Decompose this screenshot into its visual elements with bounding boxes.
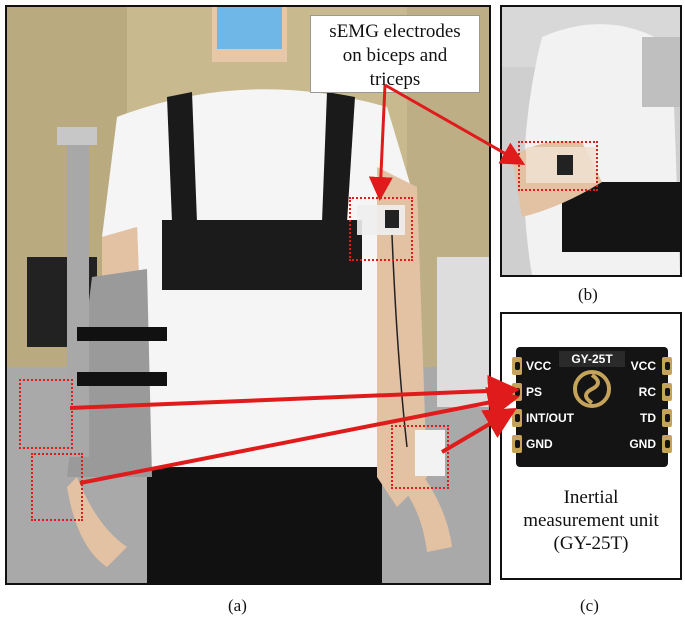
panel-c-label: (c) bbox=[580, 596, 599, 615]
pad-right-1 bbox=[662, 357, 672, 375]
panel-a-photo: sEMG electrodes on biceps and triceps bbox=[5, 5, 491, 585]
imu-caption: Inertial measurement unit (GY-25T) bbox=[502, 486, 680, 555]
pin-left-ps: PS bbox=[526, 385, 543, 399]
highlight-biceps-electrode bbox=[349, 197, 413, 261]
pad-right-4 bbox=[662, 435, 672, 453]
side-view-photo bbox=[502, 7, 680, 275]
pin-left-vcc: VCC bbox=[526, 359, 552, 373]
pad-left-3 bbox=[512, 409, 522, 427]
highlight-imu-wrist bbox=[31, 453, 83, 521]
highlight-back-electrode bbox=[518, 141, 598, 191]
imu-caption-line-3: (GY-25T) bbox=[553, 533, 629, 554]
pin-right-rc: RC bbox=[638, 385, 656, 399]
pin-left-int-out: INT/OUT bbox=[526, 411, 574, 425]
pin-right-td: TD bbox=[640, 411, 656, 425]
pin-right-vcc: VCC bbox=[630, 359, 656, 373]
callout-line-1: sEMG electrodes bbox=[329, 21, 461, 42]
pin-left-gnd: GND bbox=[526, 437, 553, 451]
pin-right-gnd: GND bbox=[629, 437, 656, 451]
swirl-logo-icon bbox=[573, 370, 611, 408]
imu-chip-label: GY-25T bbox=[559, 351, 625, 367]
panel-a-label: (a) bbox=[228, 596, 247, 615]
imu-caption-line-1: Inertial bbox=[563, 487, 619, 508]
callout-line-2: on biceps and bbox=[342, 45, 448, 66]
highlight-imu-upper bbox=[19, 379, 73, 449]
callout-line-3: triceps bbox=[369, 69, 421, 90]
imu-caption-line-2: measurement unit bbox=[523, 510, 659, 531]
panel-c-imu: GY-25T VCC PS INT/OUT GND VCC RC TD GND … bbox=[500, 312, 682, 580]
panel-b-label: (b) bbox=[578, 285, 598, 304]
electrode-callout: sEMG electrodes on biceps and triceps bbox=[310, 15, 480, 93]
pad-left-4 bbox=[512, 435, 522, 453]
panel-b-photo bbox=[500, 5, 682, 277]
pad-right-3 bbox=[662, 409, 672, 427]
pad-left-2 bbox=[512, 383, 522, 401]
pad-left-1 bbox=[512, 357, 522, 375]
imu-board: GY-25T VCC PS INT/OUT GND VCC RC TD GND bbox=[512, 347, 672, 467]
pad-right-2 bbox=[662, 383, 672, 401]
highlight-wrist-electrode bbox=[391, 425, 449, 489]
